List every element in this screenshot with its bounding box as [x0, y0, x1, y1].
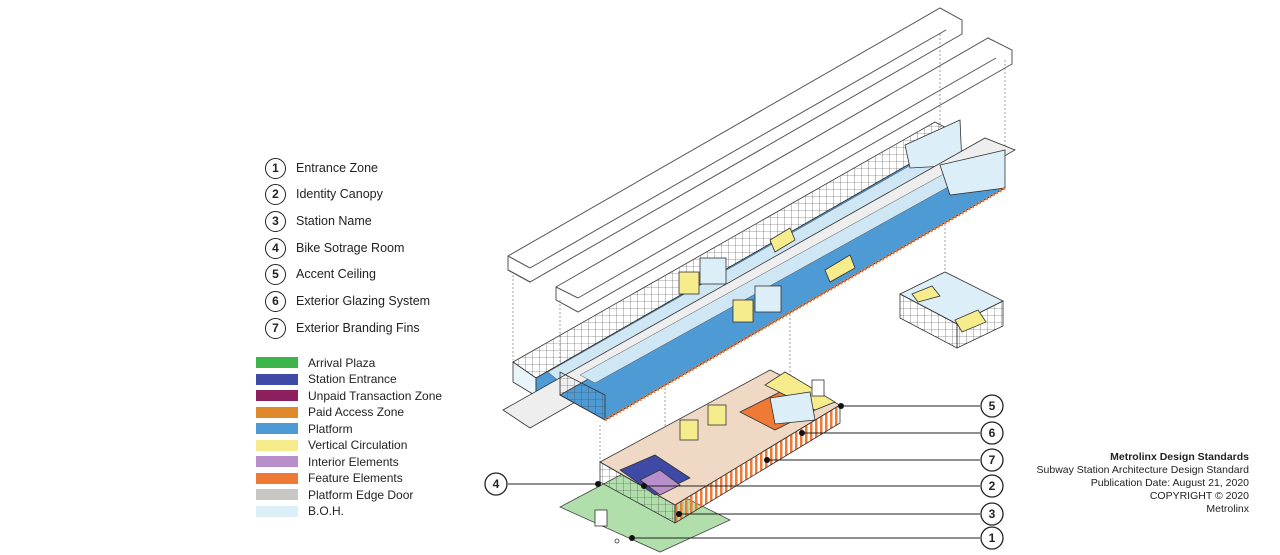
legend-number-badge: 1 [265, 157, 286, 179]
callout-number: 6 [989, 426, 996, 440]
legend-number-badge: 7 [265, 317, 286, 339]
legend-item-exterior-branding-fins: 7 Exterior Branding Fins [265, 316, 420, 340]
credits-org: Metrolinx Design Standards [1110, 451, 1249, 463]
legend-label: Exterior Glazing System [296, 294, 431, 308]
color-legend-item: Interior Elements [256, 454, 399, 469]
color-legend-label: Feature Elements [308, 471, 403, 485]
legend-label: Accent Ceiling [296, 267, 376, 281]
legend-item-bike-storage-room: 4 Bike Sotrage Room [265, 236, 404, 260]
credits-copyright: COPYRIGHT © 2020 [1149, 490, 1249, 502]
callout-number: 1 [989, 531, 996, 545]
credits-publication-date: Publication Date: August 21, 2020 [1090, 477, 1249, 489]
callout-number: 7 [989, 453, 996, 467]
color-swatch [256, 505, 298, 517]
callout-number: 3 [989, 507, 996, 521]
color-legend-label: Interior Elements [308, 454, 399, 469]
color-legend-label: Paid Access Zone [308, 405, 405, 419]
color-swatch [256, 406, 298, 418]
legend-number-badge: 5 [265, 263, 286, 285]
vertical-circulation-elements [678, 227, 856, 323]
color-swatch [256, 489, 298, 500]
callout-7: 7 [980, 448, 1004, 472]
color-legend-label: Station Entrance [308, 372, 397, 386]
publication-credits: Metrolinx Design Standards Subway Statio… [1037, 451, 1249, 516]
color-legend-item: Station Entrance [256, 372, 397, 387]
legend-number-badge: 6 [265, 290, 286, 312]
color-swatch [256, 472, 298, 484]
color-legend-item: Platform Edge Door [256, 487, 413, 502]
legend-item-station-name: 3 Station Name [265, 209, 372, 233]
color-legend-label: Platform [308, 421, 353, 436]
legend-item-identity-canopy: 2 Identity Canopy [265, 182, 383, 206]
callout-dots [595, 403, 844, 541]
color-swatch [256, 357, 298, 368]
color-swatch [256, 390, 298, 401]
legend-label: Exterior Branding Fins [296, 321, 420, 335]
color-legend-item: Arrival Plaza [256, 355, 375, 370]
color-swatch [256, 439, 298, 451]
legend-label: Identity Canopy [296, 187, 383, 201]
color-swatch [256, 423, 298, 434]
upper-platform-level [512, 119, 963, 397]
callout-4: 4 [484, 472, 508, 496]
color-legend-item: B.O.H. [256, 504, 344, 519]
vertical-circulation-block [899, 271, 1004, 349]
legend-number-badge: 4 [265, 237, 286, 259]
legend-number-badge: 2 [265, 183, 286, 205]
legend-number-badge: 3 [265, 210, 286, 232]
color-legend-item: Vertical Circulation [256, 438, 407, 453]
color-legend-label: Arrival Plaza [308, 355, 376, 370]
color-legend-item: Feature Elements [256, 471, 403, 486]
legend-item-accent-ceiling: 5 Accent Ceiling [265, 262, 376, 286]
callout-6: 6 [980, 421, 1004, 445]
callout-number: 4 [493, 477, 500, 491]
callout-leaders [508, 405, 980, 539]
callout-number: 5 [989, 399, 996, 413]
credits-document-title: Subway Station Architecture Design Stand… [1036, 464, 1249, 476]
color-legend-label: B.O.H. [308, 504, 345, 518]
credits-publisher: Metrolinx [1206, 503, 1249, 515]
roof-canopy-upper [507, 7, 963, 283]
color-legend-label: Vertical Circulation [308, 438, 408, 452]
callout-2: 2 [980, 474, 1004, 498]
lower-platform-level [502, 137, 1016, 429]
legend-item-exterior-glazing-system: 6 Exterior Glazing System [265, 289, 430, 313]
roof-canopy-lower [555, 37, 1013, 313]
callout-1: 1 [980, 526, 1004, 550]
color-legend-item: Paid Access Zone [256, 405, 404, 420]
legend-label: Bike Sotrage Room [296, 241, 405, 255]
legend-label: Entrance Zone [296, 161, 378, 175]
color-legend-item: Platform [256, 421, 353, 436]
color-legend-item: Unpaid Transaction Zone [256, 388, 442, 403]
legend-item-entrance-zone: 1 Entrance Zone [265, 156, 378, 180]
color-swatch [256, 456, 298, 467]
callout-3: 3 [980, 502, 1004, 526]
color-legend-label: Platform Edge Door [308, 487, 414, 502]
callout-number: 2 [989, 479, 996, 493]
legend-label: Station Name [296, 214, 372, 228]
color-swatch [256, 373, 298, 385]
entrance-building [559, 369, 841, 553]
color-legend-label: Unpaid Transaction Zone [308, 388, 443, 403]
callout-5: 5 [980, 394, 1004, 418]
